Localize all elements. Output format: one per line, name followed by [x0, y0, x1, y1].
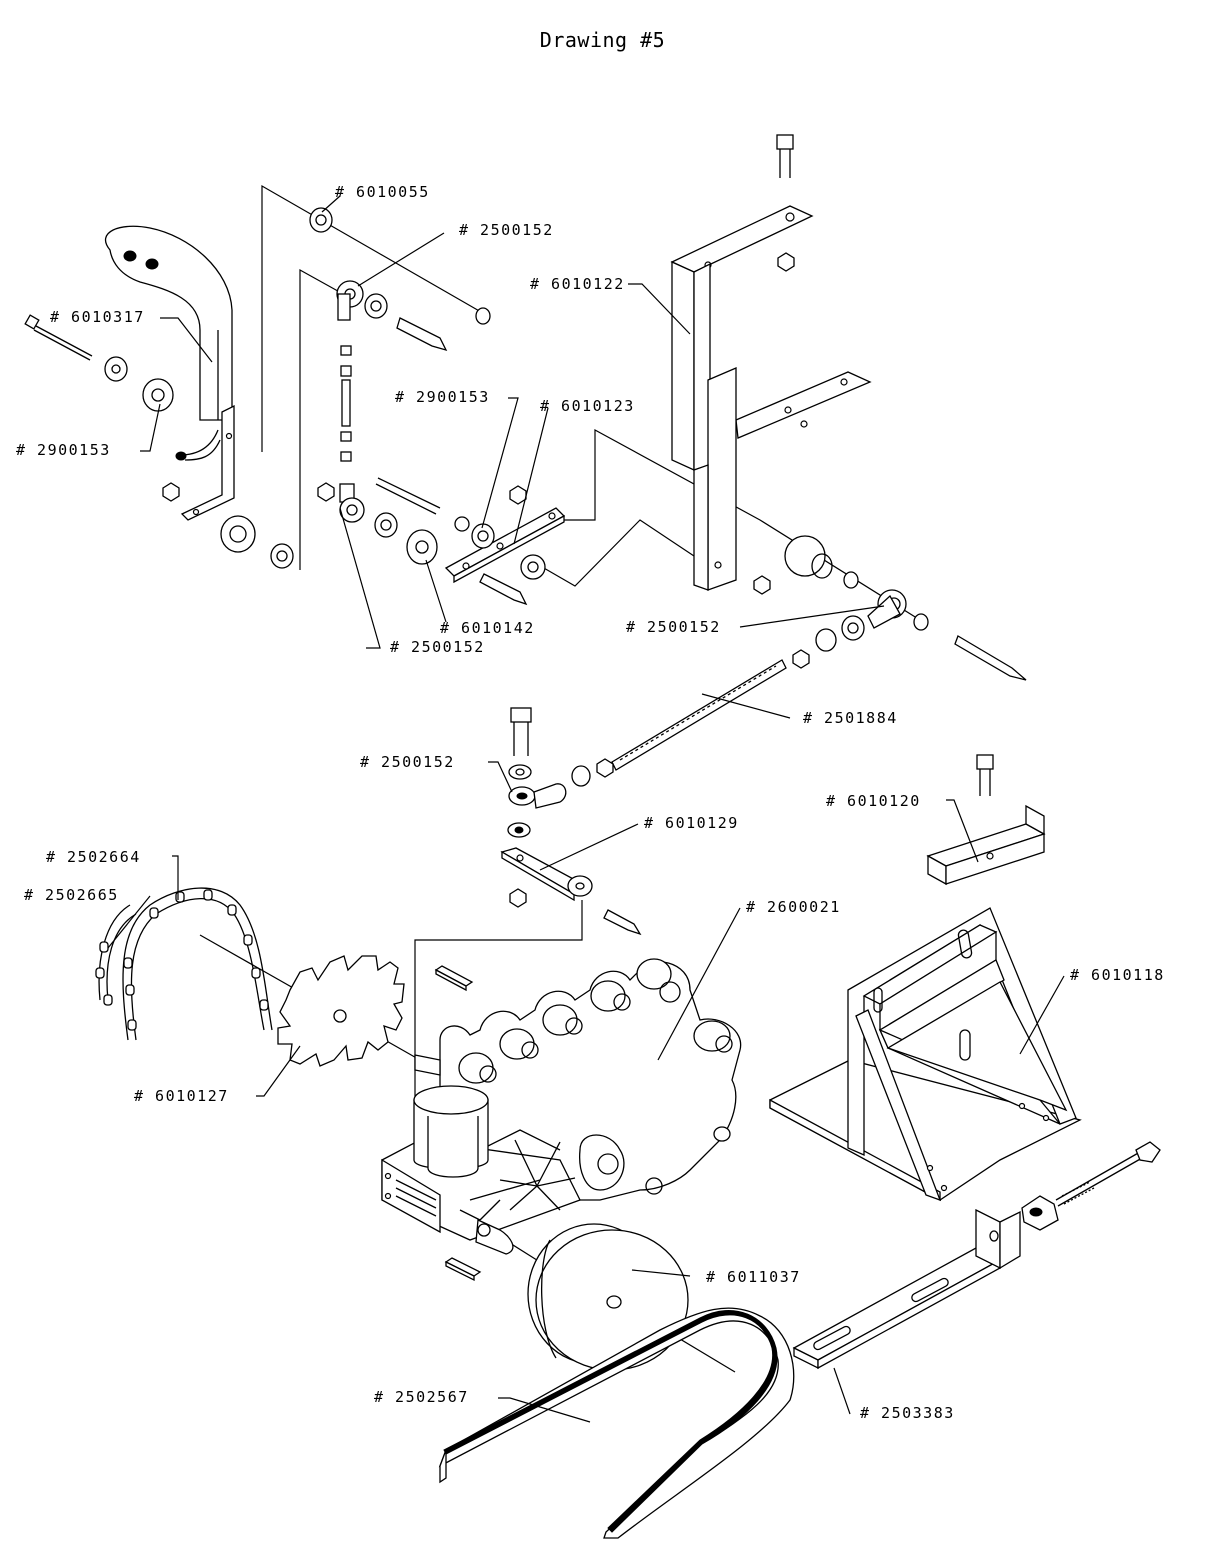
pump-2600021 — [381, 958, 742, 1255]
callout-6010118: # 6010118 — [1070, 966, 1165, 984]
pump-base-6010118 — [769, 907, 1082, 1202]
bracket-6010122 — [670, 134, 872, 595]
callout-2500152-top: # 2500152 — [459, 221, 554, 239]
callout-2502664: # 2502664 — [46, 848, 141, 866]
drawing-title: Drawing #5 — [539, 28, 666, 52]
callout-2900153-left: # 2900153 — [16, 441, 111, 459]
callout-6010122: # 6010122 — [530, 275, 625, 293]
callout-6010129: # 6010129 — [644, 814, 739, 832]
callout-2900153-mid: # 2900153 — [395, 388, 490, 406]
callout-6010317: # 6010317 — [50, 308, 145, 326]
callout-6010120: # 6010120 — [826, 792, 921, 810]
link-bar-6010123 — [375, 477, 566, 606]
shift-handle — [104, 225, 235, 521]
callout-2502665: # 2502665 — [24, 886, 119, 904]
tension-bracket-2503383 — [792, 1141, 1161, 1370]
callout-6010127: # 6010127 — [134, 1087, 229, 1105]
angle-bracket-6010120 — [926, 754, 1046, 886]
callout-labels: # 6010055 # 2500152 # 6010122 # 6010317 … — [16, 183, 1165, 1422]
callout-2502567: # 2502567 — [374, 1388, 469, 1406]
threaded-rod — [571, 659, 787, 787]
callout-6011037: # 6011037 — [706, 1268, 801, 1286]
callout-2500152-rod-end: # 2500152 — [360, 753, 455, 771]
callout-2501884: # 2501884 — [803, 709, 898, 727]
shaft-keys — [434, 965, 482, 1282]
callout-6010055: # 6010055 — [335, 183, 430, 201]
callout-2600021: # 2600021 — [746, 898, 841, 916]
sprocket-6010127 — [277, 955, 405, 1067]
roller-chain — [95, 887, 273, 1041]
lever-6010129 — [500, 847, 642, 936]
callout-leaders — [107, 195, 1065, 1423]
callout-2500152-lower-left: # 2500152 — [390, 638, 485, 656]
v-belt-2502567 — [438, 1307, 795, 1539]
rod-end-lower — [507, 707, 567, 838]
callout-2500152-right: # 2500152 — [626, 618, 721, 636]
center-linkage — [309, 207, 491, 565]
callout-2503383: # 2503383 — [860, 1404, 955, 1422]
callout-6010123: # 6010123 — [540, 397, 635, 415]
right-linkage — [784, 535, 1027, 681]
callout-6010142: # 6010142 — [440, 619, 535, 637]
